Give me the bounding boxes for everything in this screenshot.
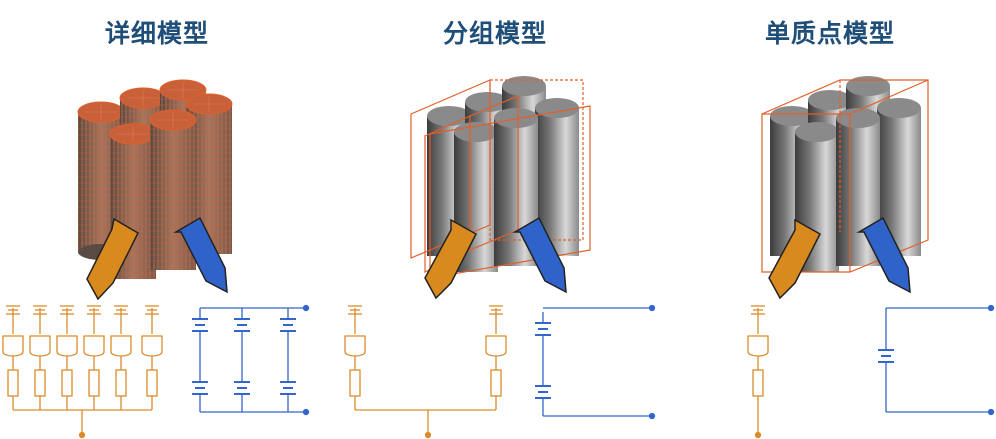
grouped-cell-pack bbox=[410, 76, 591, 279]
blue-arrow-icon bbox=[173, 216, 228, 294]
blue-arrow-icon bbox=[856, 216, 911, 294]
orange-arrow-icon bbox=[768, 218, 821, 300]
blue-arrow-icon bbox=[512, 216, 567, 294]
single-cell-pack bbox=[761, 76, 929, 273]
panel-title-grouped: 分组模型 bbox=[442, 19, 547, 48]
electrical-circuit-grouped bbox=[534, 304, 656, 420]
detailed-cell-pack bbox=[77, 79, 233, 279]
thermal-circuit-grouped bbox=[344, 305, 507, 439]
group-bounding-boxes bbox=[410, 79, 591, 279]
electrical-circuit-single bbox=[878, 304, 995, 416]
electrical-circuit-detailed bbox=[192, 304, 310, 416]
thermal-circuit-single bbox=[747, 305, 769, 439]
pack-bounding-box bbox=[761, 79, 929, 273]
thermal-circuit-detailed bbox=[2, 305, 163, 439]
orange-arrow-icon bbox=[86, 217, 139, 301]
panel-title-detailed: 详细模型 bbox=[104, 19, 209, 48]
panel-title-single: 单质点模型 bbox=[764, 19, 895, 48]
cell-cylinder bbox=[149, 109, 197, 270]
orange-arrow-icon bbox=[424, 218, 477, 300]
